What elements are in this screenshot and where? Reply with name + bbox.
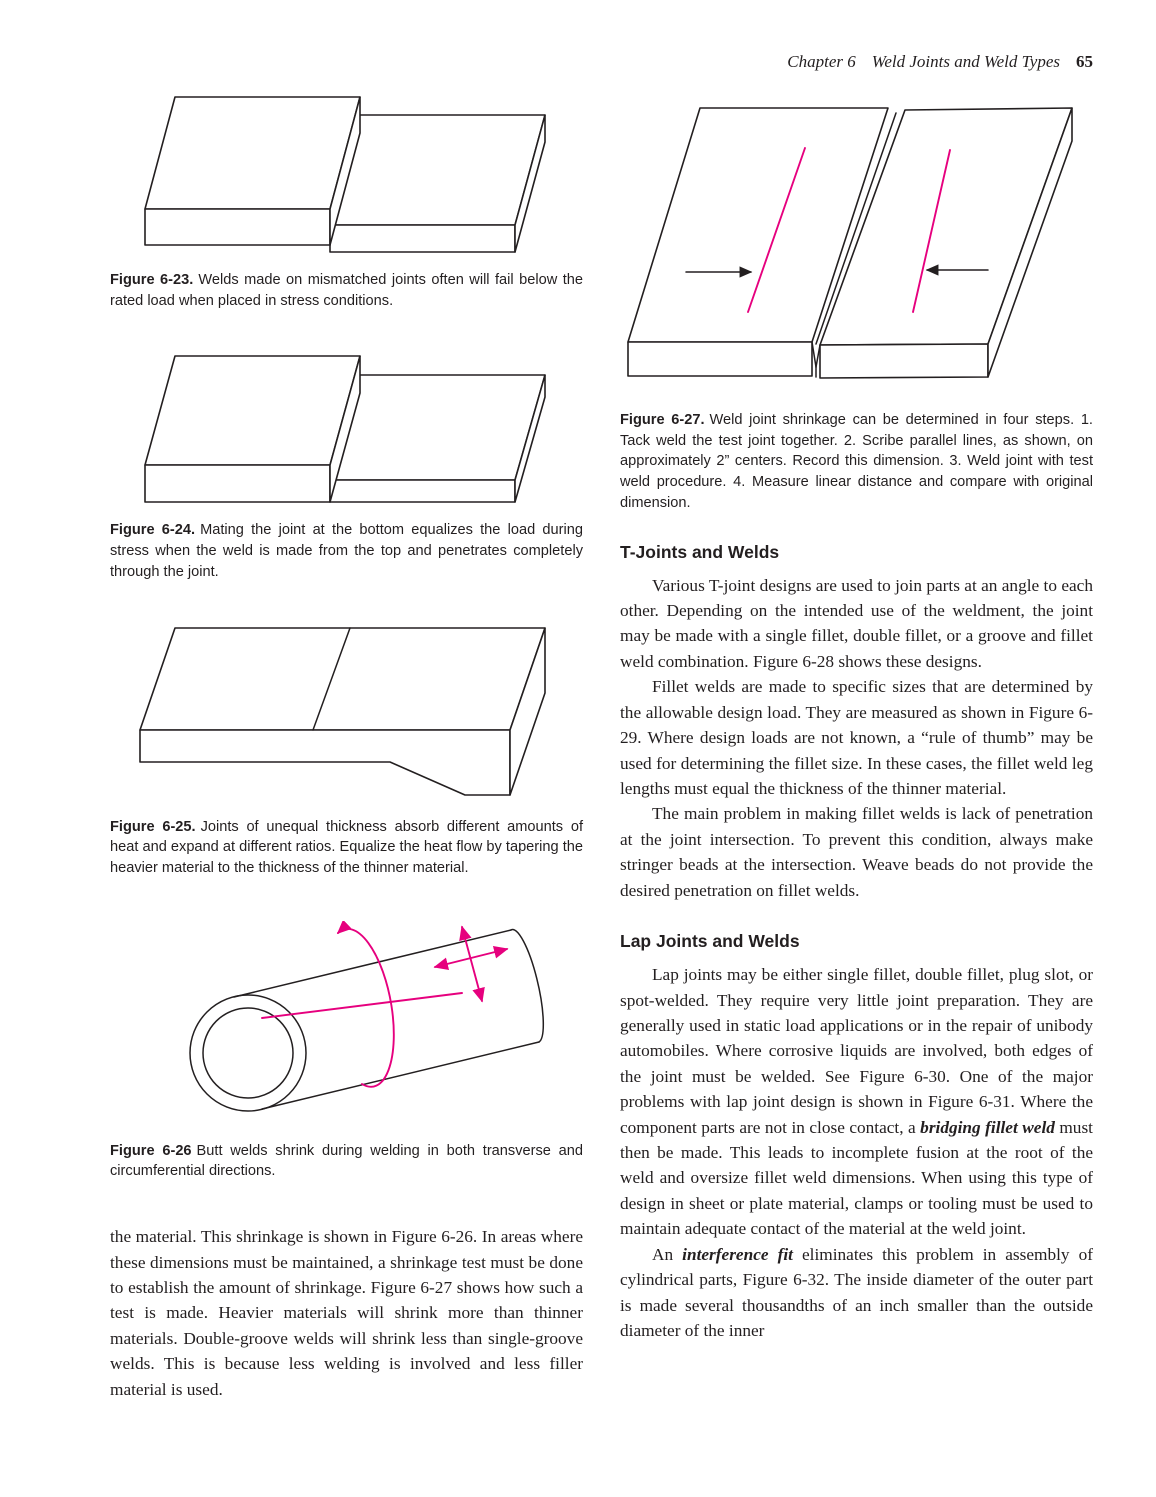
figure-caption-text: Butt welds shrink during welding in both… [110, 1142, 583, 1180]
tapered-joint-plates [139, 626, 546, 796]
joint-line [312, 626, 351, 731]
lap-p2-text: An [652, 1244, 683, 1264]
figure-6-23: Figure 6-23.Welds made on mismatched joi… [110, 95, 583, 311]
figure-6-26-drawing [189, 920, 545, 1112]
right-test-plate [819, 107, 1073, 379]
tjoints-paragraph-3: The main problem in making fillet welds … [620, 804, 1093, 900]
lap-p1-text: must then be made. This leads to incompl… [620, 1117, 1093, 1239]
left-plate [144, 96, 361, 246]
lap-p2-emphasis: interference fit [682, 1244, 793, 1264]
body-paragraph-continuation: the material. This shrinkage is shown in… [110, 1227, 583, 1399]
figure-label: Figure 6-25. [110, 818, 196, 835]
transverse-arrow-icon [459, 925, 485, 1003]
lap-paragraph-1: Lap joints may be either single fillet, … [620, 962, 1093, 1242]
left-plate [144, 355, 361, 504]
figure-6-27-caption: Figure 6-27.Weld joint shrinkage can be … [620, 410, 1093, 514]
figure-6-25-caption: Figure 6-25.Joints of unequal thickness … [110, 817, 583, 879]
running-head: Chapter 6 Weld Joints and Weld Types 65 [0, 52, 1093, 72]
lap-p2-text: eliminates this problem in assembly of c… [620, 1244, 1093, 1340]
figure-caption-text: Mating the joint at the bottom equalizes… [110, 522, 583, 580]
scribed-line-right [912, 149, 951, 313]
left-column: Figure 6-23.Welds made on mismatched joi… [110, 95, 583, 1402]
figure-6-23-drawing [144, 96, 546, 253]
tjoints-paragraph-1: Various T-joint designs are used to join… [620, 575, 1093, 671]
right-plate [329, 114, 546, 253]
figure-caption-text: Weld joint shrinkage can be determined i… [620, 412, 1093, 511]
right-plate [329, 374, 546, 504]
figure-6-24: Figure 6-24.Mating the joint at the bott… [110, 353, 583, 582]
pipe [189, 928, 545, 1112]
lap-p1-text: Lap joints may be either single fillet, … [620, 965, 1093, 1137]
figure-6-27: Figure 6-27.Weld joint shrinkage can be … [620, 95, 1093, 514]
figure-label: Figure 6-23. [110, 272, 194, 288]
right-column: Figure 6-27.Weld joint shrinkage can be … [620, 95, 1093, 1402]
left-test-plate [627, 107, 889, 377]
figure-6-23-caption: Figure 6-23.Welds made on mismatched joi… [110, 270, 583, 311]
figure-label: Figure 6-26 [110, 1142, 192, 1159]
chapter-title: Weld Joints and Weld Types [871, 52, 1060, 71]
v-groove [811, 112, 897, 378]
figure-label: Figure 6-27. [620, 412, 705, 428]
lap-p1-emphasis: bridging fillet weld [920, 1117, 1055, 1137]
chapter-label: Chapter 6 [787, 52, 856, 71]
tjoints-paragraph-2: Fillet welds are made to specific sizes … [620, 677, 1093, 798]
figure-6-25: Figure 6-25.Joints of unequal thickness … [110, 625, 583, 879]
figure-6-24-drawing [144, 355, 546, 504]
lap-paragraph-2: An interference fit eliminates this prob… [620, 1242, 1093, 1344]
page-number: 65 [1076, 52, 1093, 71]
figure-caption-text: Welds made on mismatched joints often wi… [110, 272, 583, 309]
scribed-line-left [747, 147, 806, 313]
figure-6-25-drawing [139, 626, 546, 796]
circumferential-shrink-arrow [336, 920, 395, 1088]
figure-caption-text: Joints of unequal thickness absorb diffe… [110, 818, 583, 877]
page-columns: Figure 6-23.Welds made on mismatched joi… [110, 95, 1093, 1402]
figure-6-24-caption: Figure 6-24.Mating the joint at the bott… [110, 520, 583, 582]
figure-label: Figure 6-24. [110, 522, 196, 539]
figure-6-27-drawing [627, 107, 1073, 379]
section-heading-lap-joints: Lap Joints and Welds [620, 931, 800, 952]
section-heading-tjoints: T-Joints and Welds [620, 541, 780, 562]
transverse-shrink-arrows [433, 925, 509, 1003]
longitudinal-weld-line [261, 991, 463, 1019]
